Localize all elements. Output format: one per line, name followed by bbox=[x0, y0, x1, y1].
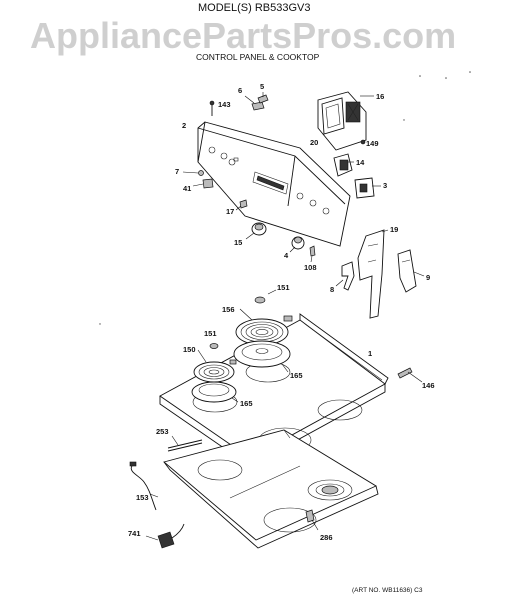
part-253-trim bbox=[167, 435, 203, 452]
callout-19: 19 bbox=[390, 225, 398, 234]
part-165-drip-pan-upper bbox=[233, 340, 291, 373]
callout-151-lower: 151 bbox=[204, 329, 217, 338]
part-108-spring bbox=[309, 245, 316, 263]
part-8-clip bbox=[335, 261, 355, 291]
callout-741: 741 bbox=[128, 529, 141, 538]
part-41-indicator-light bbox=[192, 178, 214, 189]
callout-165-upper: 165 bbox=[290, 371, 303, 380]
callout-9: 9 bbox=[426, 273, 430, 282]
callout-151-top: 151 bbox=[277, 283, 290, 292]
callout-156: 156 bbox=[222, 305, 235, 314]
part-3-switch bbox=[354, 177, 381, 199]
part-9-bracket bbox=[397, 249, 425, 293]
callout-150: 150 bbox=[183, 345, 196, 354]
callout-165-lower: 165 bbox=[240, 399, 253, 408]
control-panel-backsplash bbox=[197, 121, 351, 247]
part-143-screw bbox=[209, 100, 215, 116]
part-153-wire-harness bbox=[129, 461, 159, 511]
part-286-bracket bbox=[305, 509, 319, 531]
part-151-receptacle-lower bbox=[209, 343, 219, 349]
callout-2: 2 bbox=[182, 121, 186, 130]
callout-253: 253 bbox=[156, 427, 169, 436]
part-4-knob bbox=[289, 236, 305, 253]
callout-146: 146 bbox=[422, 381, 435, 390]
model-title: MODEL(S) RB533GV3 bbox=[198, 2, 310, 14]
part-150-surface-element-small bbox=[193, 349, 237, 383]
callout-153: 153 bbox=[136, 493, 149, 502]
callout-149: 149 bbox=[366, 139, 379, 148]
part-6-clip bbox=[244, 95, 265, 111]
callout-16: 16 bbox=[376, 92, 384, 101]
callout-8: 8 bbox=[330, 285, 334, 294]
part-19-side-bracket bbox=[357, 229, 389, 319]
callout-7: 7 bbox=[175, 167, 179, 176]
part-5-clip bbox=[257, 92, 269, 104]
callout-6: 6 bbox=[238, 86, 242, 95]
part-14-switch bbox=[333, 153, 354, 177]
callout-15: 15 bbox=[234, 238, 242, 247]
part-17-insert bbox=[235, 199, 248, 211]
callout-3: 3 bbox=[383, 181, 387, 190]
callout-14: 14 bbox=[356, 158, 365, 167]
part-156-surface-element-large bbox=[235, 308, 293, 346]
callout-108: 108 bbox=[304, 263, 317, 272]
part-149-screw bbox=[360, 139, 366, 145]
part-741-terminal-block bbox=[145, 523, 185, 549]
part-165-drip-pan-lower bbox=[191, 381, 239, 403]
part-146-pin bbox=[397, 367, 423, 383]
part-151-receptacle-top bbox=[254, 289, 277, 304]
callout-286: 286 bbox=[320, 533, 333, 542]
callout-labels: 143 6 5 16 2 20 149 14 7 41 3 17 15 19 4… bbox=[128, 82, 435, 542]
section-title: CONTROL PANEL & COOKTOP bbox=[196, 52, 320, 62]
part-15-knob bbox=[245, 222, 267, 240]
scan-specks bbox=[99, 71, 471, 325]
callout-41: 41 bbox=[183, 184, 191, 193]
part-16-clock bbox=[317, 91, 374, 151]
cooktop-base-pan bbox=[163, 429, 379, 549]
callout-17: 17 bbox=[226, 207, 234, 216]
callout-4: 4 bbox=[284, 251, 289, 260]
callout-1: 1 bbox=[368, 349, 372, 358]
art-number: (ART NO. WB11636) C3 bbox=[352, 587, 423, 594]
callout-20: 20 bbox=[310, 138, 318, 147]
callout-143: 143 bbox=[218, 100, 231, 109]
part-7-bushing bbox=[182, 170, 204, 176]
callout-5: 5 bbox=[260, 82, 264, 91]
watermark-text: AppliancePartsPros.com bbox=[30, 15, 456, 56]
